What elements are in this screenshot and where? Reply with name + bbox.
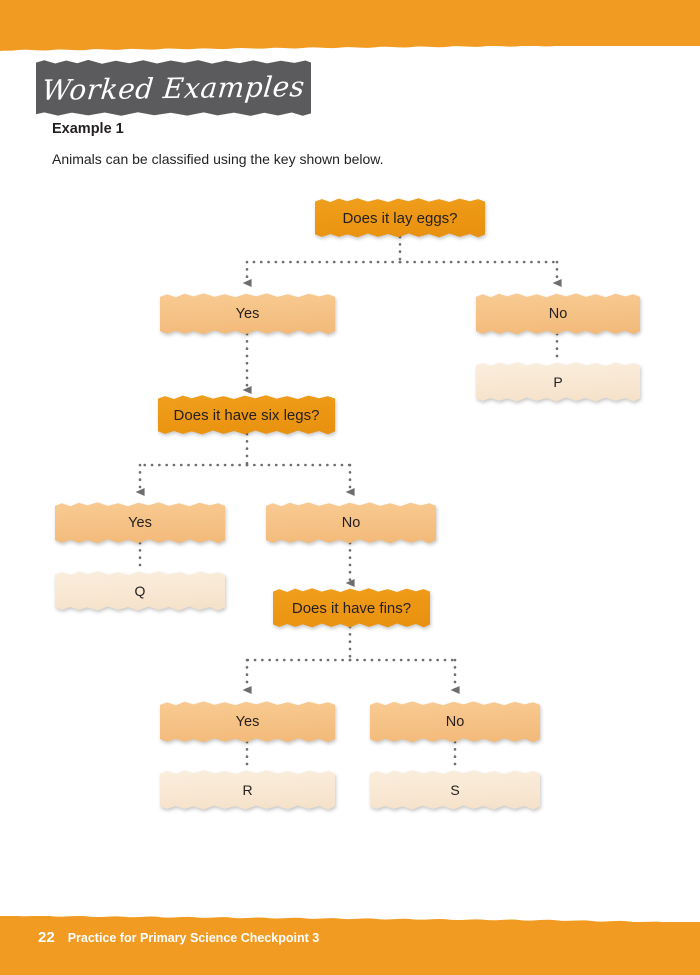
node-label: Q bbox=[134, 583, 146, 599]
torn-paper-bg bbox=[55, 571, 225, 611]
node-label: P bbox=[553, 374, 563, 390]
node-label: Yes bbox=[235, 305, 260, 322]
top-band-torn-edge bbox=[0, 40, 700, 51]
node-branch-no-lay-eggs[interactable]: No bbox=[476, 292, 640, 336]
torn-paper-bg bbox=[476, 362, 640, 402]
torn-paper-bg bbox=[370, 770, 540, 810]
torn-paper-bg bbox=[266, 502, 436, 544]
page-footer: 22 Practice for Primary Science Checkpoi… bbox=[38, 929, 319, 946]
node-label: No bbox=[341, 514, 361, 531]
node-label: Yes bbox=[128, 514, 152, 531]
torn-paper-bg bbox=[370, 701, 540, 743]
torn-paper-bg bbox=[160, 701, 335, 743]
node-branch-no-fins[interactable]: No bbox=[370, 700, 540, 744]
torn-paper-bg bbox=[476, 293, 640, 335]
torn-paper-bg bbox=[273, 588, 430, 628]
node-label: Yes bbox=[235, 713, 260, 730]
bottom-band-torn-edge bbox=[0, 916, 700, 930]
node-branch-no-six-legs[interactable]: No bbox=[266, 501, 436, 545]
node-label: No bbox=[548, 305, 568, 322]
node-label: R bbox=[242, 782, 253, 798]
node-result-s[interactable]: S bbox=[370, 769, 540, 811]
node-result-q[interactable]: Q bbox=[55, 570, 225, 612]
node-result-p[interactable]: P bbox=[476, 361, 640, 403]
top-orange-band bbox=[0, 0, 700, 46]
node-branch-yes-fins[interactable]: Yes bbox=[160, 700, 335, 744]
footer-page-number: 22 bbox=[38, 929, 55, 946]
torn-paper-bg bbox=[55, 502, 225, 544]
torn-paper-bg bbox=[315, 198, 485, 238]
footer-book-title: Practice for Primary Science Checkpoint … bbox=[67, 931, 320, 945]
example-heading: Example 1 bbox=[52, 121, 124, 137]
node-label: S bbox=[450, 782, 460, 798]
torn-paper-bg bbox=[160, 293, 335, 335]
node-branch-yes-lay-eggs[interactable]: Yes bbox=[160, 292, 335, 336]
node-question-six-legs[interactable]: Does it have six legs? bbox=[158, 394, 335, 436]
node-label: Does it lay eggs? bbox=[342, 209, 458, 227]
worked-examples-banner: Worked Examples bbox=[36, 64, 311, 112]
torn-paper-bg bbox=[158, 395, 335, 435]
node-question-lay-eggs[interactable]: Does it lay eggs? bbox=[315, 197, 485, 239]
node-label: Does it have fins? bbox=[291, 599, 412, 617]
node-branch-yes-six-legs[interactable]: Yes bbox=[55, 501, 225, 545]
torn-paper-bg bbox=[160, 770, 335, 810]
example-intro-text: Animals can be classified using the key … bbox=[52, 151, 384, 167]
node-result-r[interactable]: R bbox=[160, 769, 335, 811]
bottom-orange-band bbox=[0, 922, 700, 975]
node-label: No bbox=[445, 713, 465, 730]
node-label: Does it have six legs? bbox=[173, 406, 320, 424]
node-question-fins[interactable]: Does it have fins? bbox=[273, 587, 430, 629]
